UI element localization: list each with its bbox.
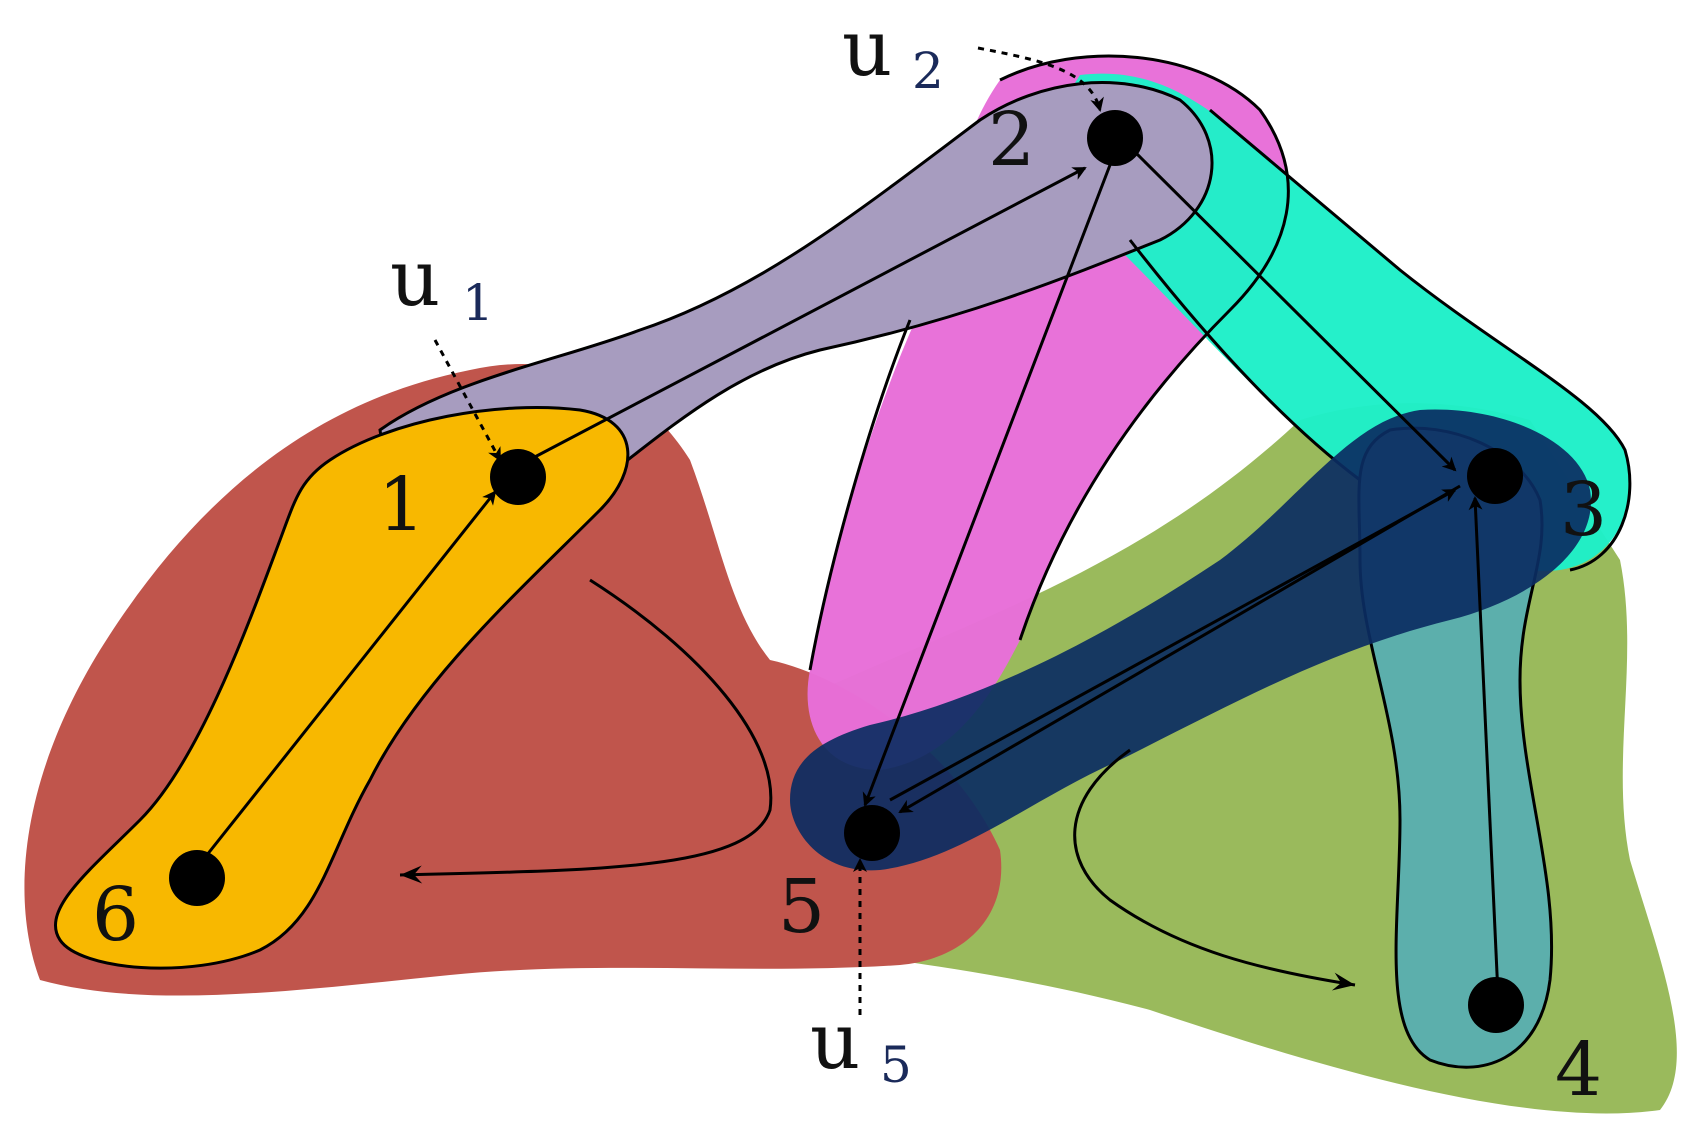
label-node-2: 2 [988,97,1035,183]
cyan-inner-outline [1128,239,1361,482]
edge-1-2 [509,166,1087,472]
label-node-4: 4 [1555,1027,1602,1113]
label-u5-sub: 5 [880,1036,912,1094]
vertex-5 [844,805,900,861]
cyan-region-outline [1209,108,1632,572]
edge-2-3 [1133,150,1457,472]
edge-5-3 [889,488,1457,802]
vertex-6 [169,850,225,906]
edge-6-1 [193,490,497,871]
magenta-left-outline [808,319,912,671]
magenta-region-outline [999,54,1290,641]
vertex-2 [1087,110,1143,166]
vertex-1 [490,449,546,505]
edge-2-5 [862,164,1112,807]
label-node-3: 3 [1560,467,1607,553]
label-u1-sub: 1 [462,274,494,332]
edge-3-5 [898,484,1461,814]
label-u2: u [842,4,892,94]
label-node-1: 1 [378,462,425,548]
edge-4-3 [1468,496,1500,996]
vertex-4 [1468,977,1524,1033]
pointer-u1-line [433,339,502,462]
rotation-arrow-left [399,578,773,884]
label-node-5: 5 [778,864,825,950]
vertex-3 [1467,448,1523,504]
yellow-region [55,407,628,969]
label-u2-sub: 2 [912,42,944,100]
rotation-arrow-right [1073,748,1356,991]
label-node-6: 6 [92,872,139,958]
label-u5: u [810,997,860,1087]
yellow-region-outline [54,405,630,970]
label-u1: u [390,234,440,324]
